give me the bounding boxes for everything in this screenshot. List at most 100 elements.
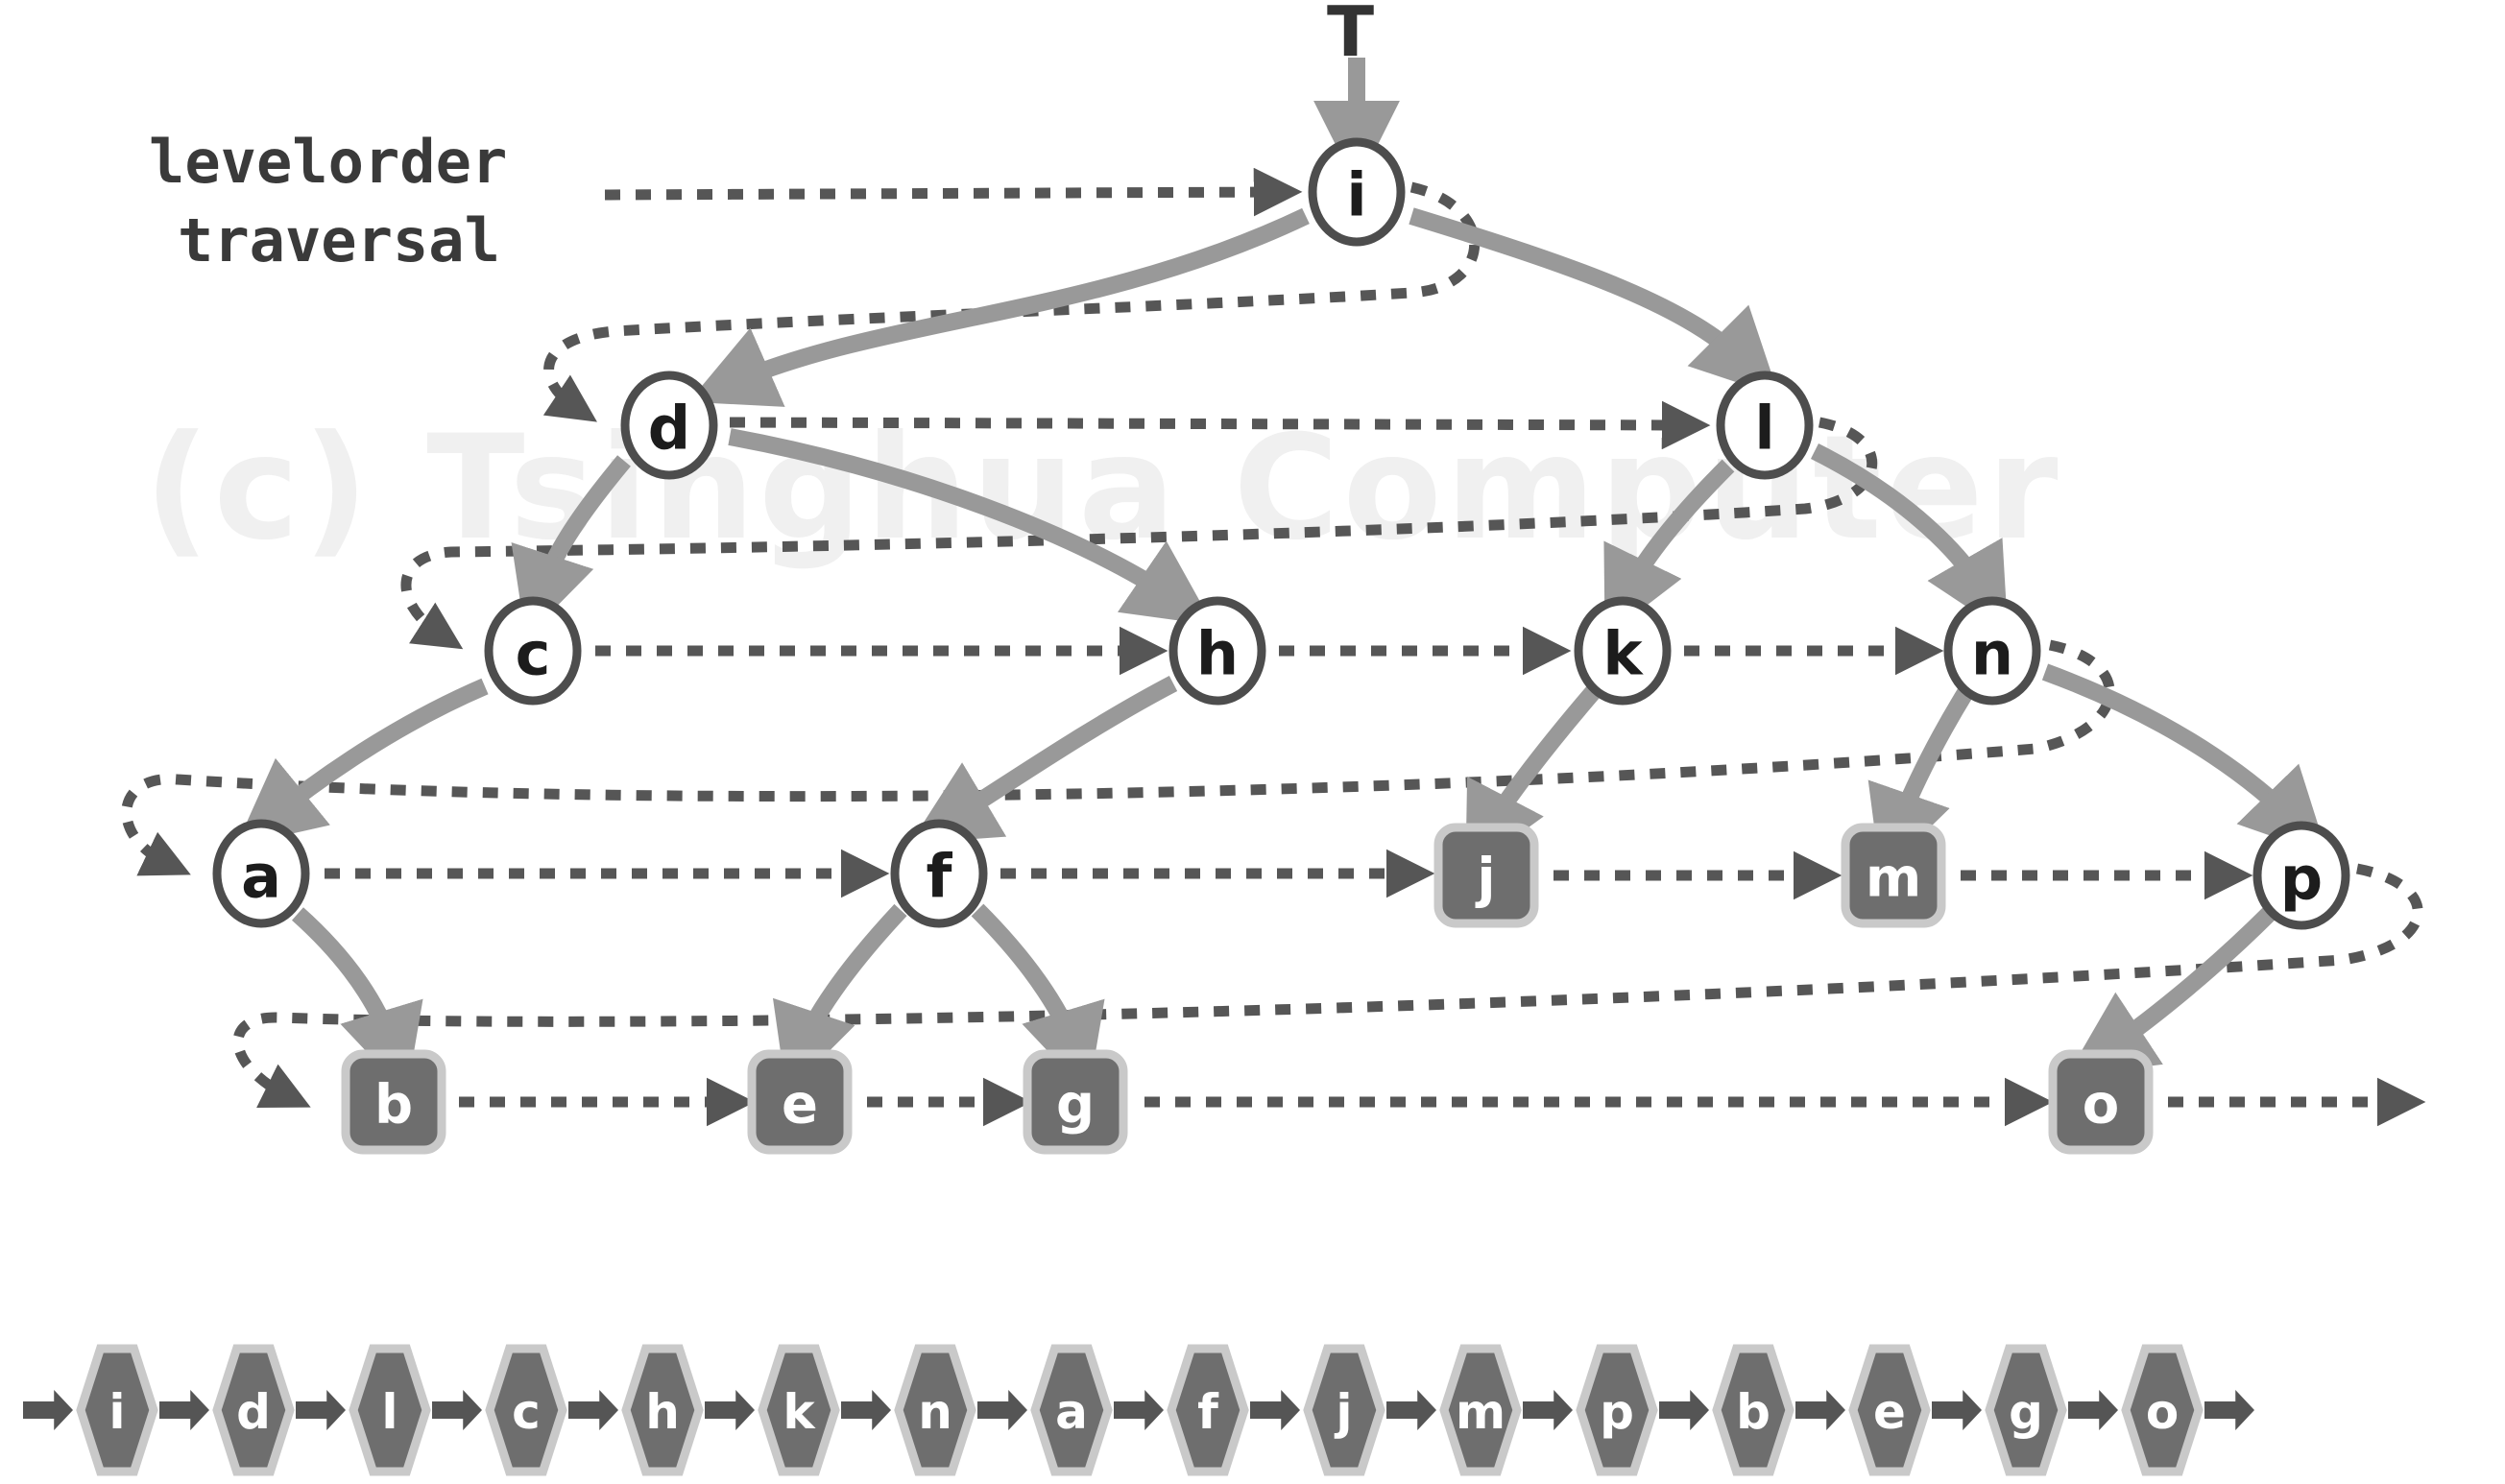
sequence-item-hexagon <box>758 1344 840 1476</box>
tree-node-i[interactable]: i <box>1308 137 1406 247</box>
tree-node-j[interactable]: j <box>1433 823 1539 928</box>
tree-edges-group <box>235 58 2328 1094</box>
root-pointer-label: T <box>1327 0 1374 72</box>
tree-node-n[interactable]: n <box>1943 596 2041 706</box>
sequence-item-label: n <box>918 1384 952 1440</box>
tree-node-b[interactable]: b <box>341 1049 446 1155</box>
tree-node-label: k <box>1602 619 1644 689</box>
sequence-item-label: k <box>783 1384 816 1440</box>
tree-edge-f-g <box>971 903 1105 1094</box>
tree-node-o[interactable]: o <box>2048 1049 2154 1155</box>
sequence-item[interactable]: d <box>212 1344 295 1476</box>
sequence-item-label: j <box>1334 1384 1352 1440</box>
traversal-edge-p-b <box>232 863 2423 1108</box>
tree-node-label: l <box>1754 394 1774 464</box>
sequence-item-hexagon <box>1712 1344 1794 1476</box>
sequence-item-hexagon <box>1439 1344 1522 1476</box>
tree-node-h[interactable]: h <box>1168 596 1266 706</box>
sequence-item[interactable]: b <box>1712 1344 1794 1476</box>
tree-node-p[interactable]: p <box>2252 821 2350 930</box>
sequence-item[interactable]: o <box>2121 1344 2204 1476</box>
sequence-item-label: m <box>1456 1384 1505 1440</box>
sequence-arrow <box>1386 1390 1436 1430</box>
sequence-arrow <box>568 1390 618 1430</box>
sequence-arrow <box>2204 1390 2254 1430</box>
tree-edge-i-l <box>1409 207 1780 397</box>
sequence-item-label: h <box>645 1384 680 1440</box>
traversal-label-line1: levelorder <box>149 127 507 197</box>
sequence-item[interactable]: j <box>1303 1344 1385 1476</box>
sequence-arrow <box>1659 1390 1709 1430</box>
sequence-arrow <box>296 1390 346 1430</box>
sequence-item-hexagon <box>1167 1344 1249 1476</box>
sequence-item[interactable]: f <box>1167 1344 1249 1476</box>
sequence-item-label: o <box>2146 1384 2179 1440</box>
tree-edge-p-o <box>2066 905 2277 1076</box>
sequence-item-label: e <box>1873 1384 1906 1440</box>
sequence-item[interactable]: i <box>76 1344 158 1476</box>
sequence-item[interactable]: a <box>1030 1344 1113 1476</box>
traversal-path-group <box>121 167 2426 1127</box>
sequence-item-hexagon <box>1030 1344 1113 1476</box>
tree-node-label: o <box>2083 1074 2119 1137</box>
sequence-item[interactable]: h <box>621 1344 704 1476</box>
sequence-arrow <box>432 1390 482 1430</box>
tree-node-label: b <box>374 1074 413 1137</box>
sequence-item-hexagon <box>1576 1344 1658 1476</box>
tree-node-label: g <box>1056 1074 1095 1137</box>
tree-node-label: c <box>516 619 551 689</box>
sequence-arrow <box>1523 1390 1573 1430</box>
sequence-arrow <box>1114 1390 1164 1430</box>
traversal-edge-d-l <box>729 400 1711 450</box>
sequence-item-hexagon <box>621 1344 704 1476</box>
sequence-item-hexagon <box>1848 1344 1931 1476</box>
sequence-item-hexagon <box>76 1344 158 1476</box>
tree-node-label: m <box>1866 848 1921 910</box>
tree-node-l[interactable]: l <box>1716 371 1814 480</box>
tree-node-label: a <box>241 842 281 912</box>
tree-node-a[interactable]: a <box>212 819 310 928</box>
sequence-item[interactable]: p <box>1576 1344 1658 1476</box>
sequence-item[interactable]: l <box>349 1344 431 1476</box>
tree-node-m[interactable]: m <box>1841 823 1946 928</box>
tree-edge-a-b <box>292 907 423 1094</box>
tree-node-d[interactable]: d <box>620 371 718 480</box>
tree-edge-h-f <box>909 676 1178 844</box>
sequence-arrow <box>159 1390 209 1430</box>
tree-edge-f-e <box>772 903 907 1094</box>
sequence-item-label: c <box>512 1384 541 1440</box>
tree-nodes-group: i d l c h k n <box>212 137 2350 1155</box>
sequence-item-label: l <box>381 1384 397 1440</box>
sequence-item-hexagon <box>894 1344 976 1476</box>
sequence-item-hexagon <box>349 1344 431 1476</box>
sequence-item[interactable]: k <box>758 1344 840 1476</box>
sequence-item[interactable]: e <box>1848 1344 1931 1476</box>
sequence-item[interactable]: m <box>1439 1344 1522 1476</box>
tree-node-label: f <box>927 842 953 912</box>
traversal-edge-l-c <box>400 417 1878 650</box>
tree-edge-n-p <box>2041 663 2328 856</box>
tree-edge-d-h <box>728 428 1214 626</box>
traversal-edge-enter-i <box>604 167 1303 217</box>
sequence-item[interactable]: g <box>1985 1344 2067 1476</box>
tree-edge-d-c <box>511 455 631 638</box>
tree-node-c[interactable]: c <box>484 596 582 706</box>
tree-edge-l-n <box>1810 443 2009 634</box>
sequence-item-label: d <box>236 1384 271 1440</box>
tree-node-k[interactable]: k <box>1574 596 1672 706</box>
sequence-arrow <box>977 1390 1027 1430</box>
tree-edge-c-a <box>235 678 489 847</box>
traversal-label-line2: traversal <box>178 205 500 275</box>
sequence-item-hexagon <box>1985 1344 2067 1476</box>
tree-node-label: h <box>1196 619 1239 689</box>
sequence-item-label: g <box>2009 1384 2043 1440</box>
sequence-item[interactable]: c <box>485 1344 567 1476</box>
tree-node-e[interactable]: e <box>747 1049 853 1155</box>
tree-node-f[interactable]: f <box>890 819 988 928</box>
tree-node-label: d <box>648 394 690 464</box>
sequence-item[interactable]: n <box>894 1344 976 1476</box>
tree-edge-i-d <box>688 207 1310 407</box>
sequence-arrow <box>1250 1390 1300 1430</box>
tree-node-g[interactable]: g <box>1023 1049 1128 1155</box>
